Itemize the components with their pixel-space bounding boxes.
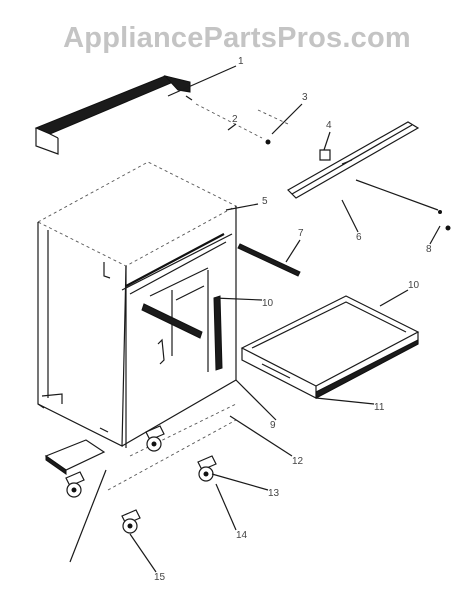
callout-5: 5 <box>262 196 268 207</box>
callout-8: 8 <box>426 244 432 255</box>
top-handle-part <box>34 75 193 155</box>
watermark-text: AppliancePartsPros.com <box>63 22 411 54</box>
callout-2: 2 <box>232 114 238 125</box>
caster-back-right <box>197 455 217 482</box>
callout-7: 7 <box>298 228 304 239</box>
callout-6: 6 <box>356 232 362 243</box>
callout-3: 3 <box>302 92 308 103</box>
callout-14: 14 <box>236 530 248 541</box>
drawer-slide-top <box>287 121 451 231</box>
callout-11: 11 <box>374 402 385 413</box>
leader-lines <box>69 65 441 573</box>
cabinet-body <box>37 161 237 448</box>
side-slide-right <box>237 243 301 277</box>
callout-4: 4 <box>326 120 332 131</box>
caster-front-right <box>121 509 141 534</box>
callout-12: 12 <box>292 456 304 467</box>
callout-13: 13 <box>268 488 280 499</box>
fastener-parts <box>195 103 289 145</box>
caster-wheels <box>65 425 217 534</box>
callout-9: 9 <box>270 420 276 431</box>
callout-1: 1 <box>238 56 244 67</box>
callout-labels: 1 2 3 4 5 6 7 8 9 10 10 11 12 13 14 15 <box>154 56 432 583</box>
drawer-tray <box>240 295 420 399</box>
caster-front-left <box>65 471 85 498</box>
callout-10: 10 <box>262 298 274 309</box>
callout-10-tray: 10 <box>408 280 420 291</box>
callout-15: 15 <box>154 572 166 583</box>
caster-back-left <box>145 425 165 452</box>
